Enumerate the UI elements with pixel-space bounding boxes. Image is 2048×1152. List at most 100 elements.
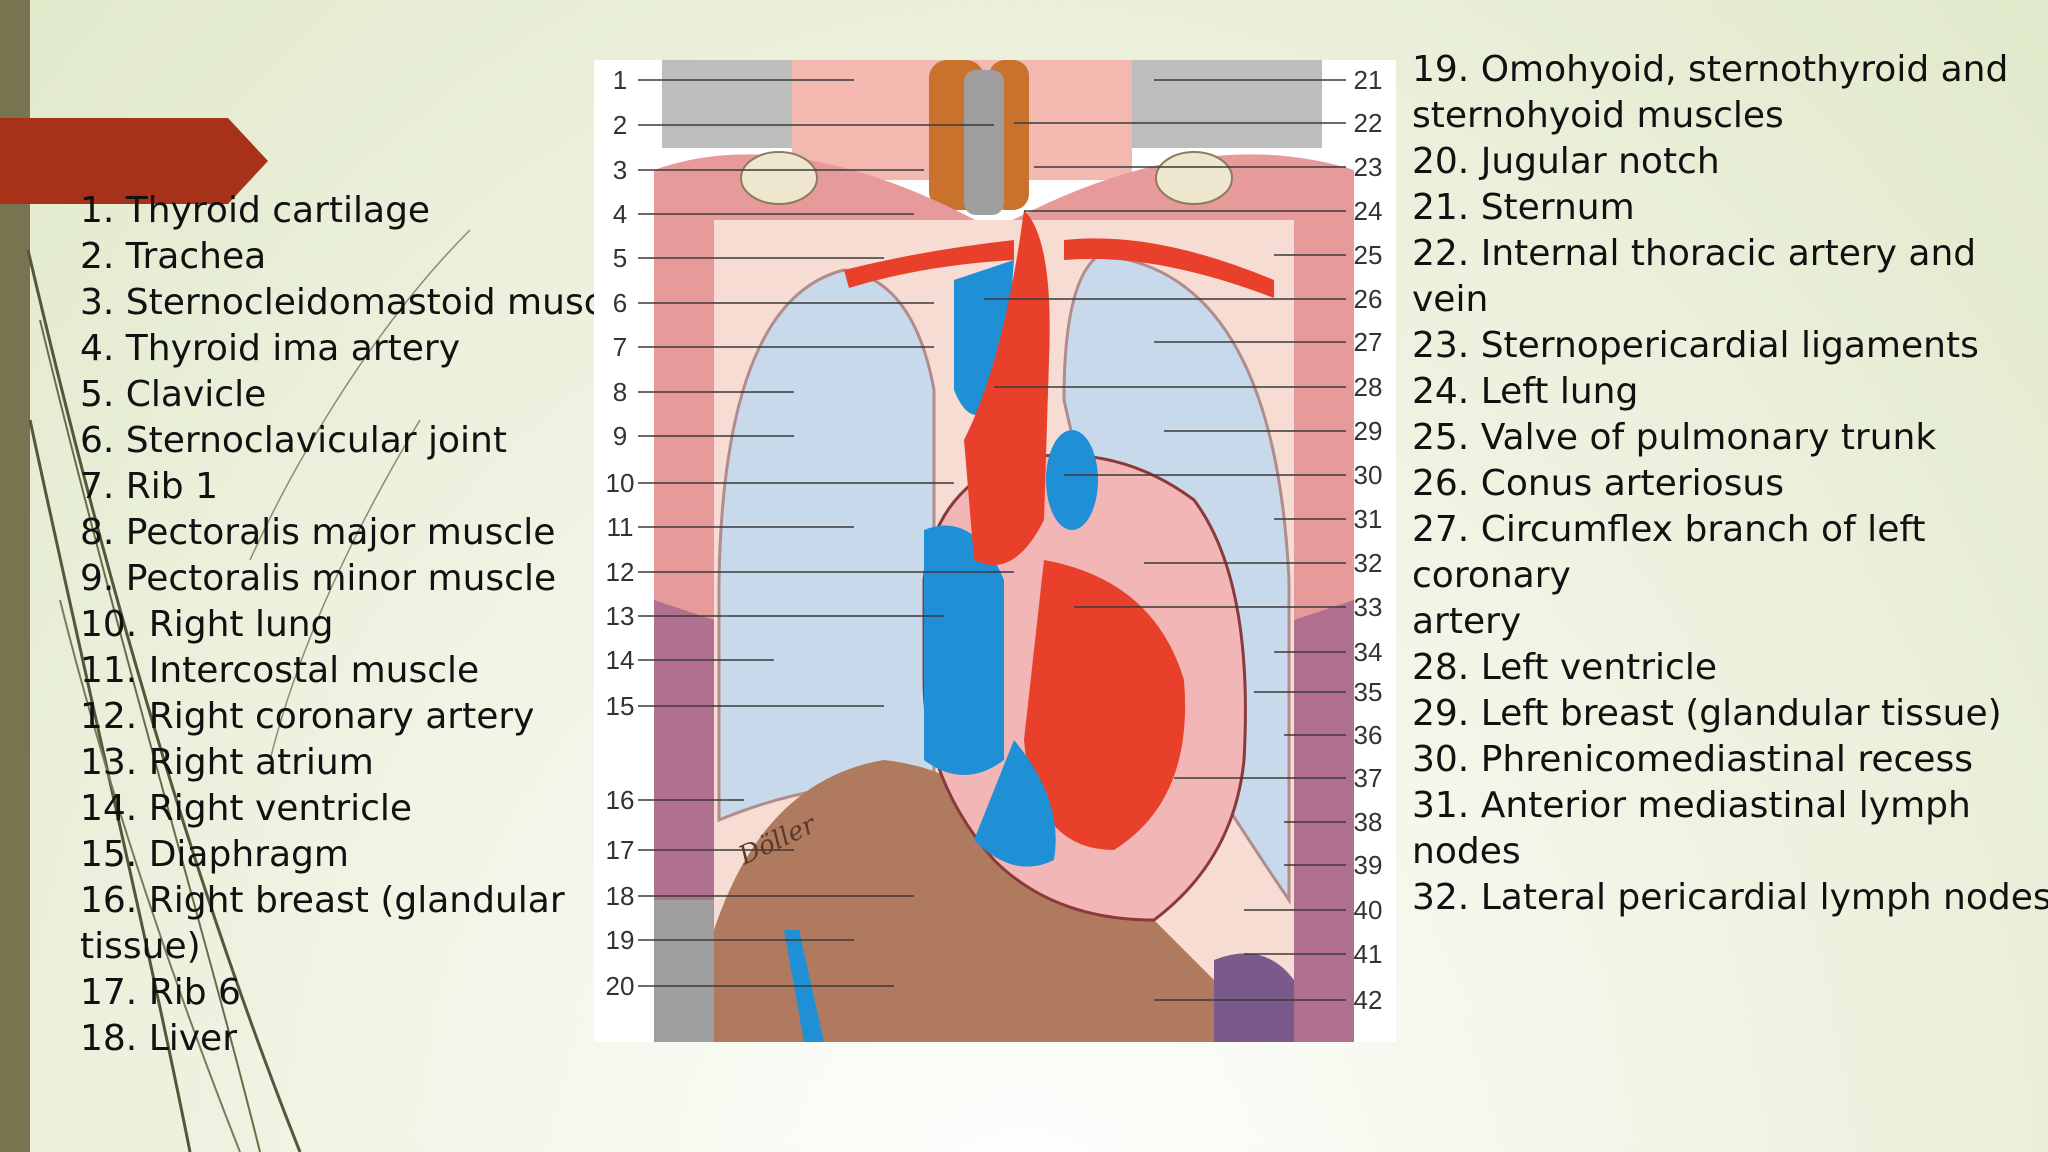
- right-lung: [717, 268, 936, 823]
- figure-number-label-left: 5: [613, 243, 627, 273]
- legend-item: 13. Right atrium: [80, 742, 374, 783]
- neck-gray-region-right: [1132, 60, 1322, 148]
- figure-number-labels: 1234567891011121314151617181920212223242…: [606, 65, 1383, 1015]
- legend-left: 1. Thyroid cartilage 2. Trachea 3. Stern…: [80, 188, 636, 1062]
- legend-item: 8. Pectoralis major muscle: [80, 512, 556, 553]
- legend-item: 27. Circumflex branch of left: [1412, 509, 1926, 550]
- figure-number-label-left: 9: [613, 421, 627, 451]
- figure-number-label-left: 17: [606, 835, 635, 865]
- figure-number-label-left: 7: [613, 332, 627, 362]
- legend-item: 23. Sternopericardial ligaments: [1412, 325, 1979, 366]
- figure-number-label-left: 1: [613, 65, 627, 95]
- legend-item: 19. Omohyoid, sternothyroid and: [1412, 49, 2009, 90]
- clavicle-left: [1155, 151, 1233, 205]
- legend-item: 17. Rib 6: [80, 972, 241, 1013]
- figure-number-label-right: 31: [1354, 504, 1383, 534]
- stomach-region: [1214, 953, 1294, 1042]
- legend-item: 7. Rib 1: [80, 466, 219, 507]
- legend-item: 29. Left breast (glandular tissue): [1412, 693, 2002, 734]
- lower-gray-region-left: [654, 900, 714, 1042]
- legend-item: 10. Right lung: [80, 604, 334, 645]
- figure-number-label-right: 40: [1354, 895, 1383, 925]
- pulmonary-trunk: [1046, 430, 1098, 530]
- arrow-banner: [0, 118, 268, 204]
- neck-gray-region-left: [662, 60, 792, 148]
- figure-number-label-right: 27: [1354, 327, 1383, 357]
- figure-number-label-right: 36: [1354, 720, 1383, 750]
- figure-number-label-left: 18: [606, 881, 635, 911]
- left-ventricle: [1024, 560, 1186, 850]
- figure-number-label-left: 19: [606, 925, 635, 955]
- figure-number-label-right: 35: [1354, 677, 1383, 707]
- figure-number-label-right: 28: [1354, 372, 1383, 402]
- figure-number-label-left: 12: [606, 557, 635, 587]
- subclavian-artery: [1064, 238, 1274, 298]
- figure-number-label-right: 34: [1354, 637, 1383, 667]
- figure-number-label-left: 4: [613, 199, 627, 229]
- pointer-lines: [638, 79, 1346, 1001]
- figure-number-label-left: 14: [606, 645, 635, 675]
- clavicle-right: [740, 151, 818, 205]
- figure-number-label-left: 6: [613, 288, 627, 318]
- legend-item: 24. Left lung: [1412, 371, 1639, 412]
- figure-number-label-right: 41: [1354, 939, 1383, 969]
- legend-item: 26. Conus arteriosus: [1412, 463, 1784, 504]
- figure-number-label-left: 8: [613, 377, 627, 407]
- legend-item: 9. Pectoralis minor muscle: [80, 558, 557, 599]
- figure-number-label-right: 26: [1354, 284, 1383, 314]
- legend-item: 5. Clavicle: [80, 374, 267, 415]
- figure-number-label-right: 21: [1354, 65, 1383, 95]
- liver: [714, 760, 1214, 1042]
- legend-item: 12. Right coronary artery: [80, 696, 535, 737]
- figure-number-label-left: 2: [613, 110, 627, 140]
- legend-item: artery: [1412, 601, 1522, 642]
- legend-item: 20. Jugular notch: [1412, 141, 1720, 182]
- figure-number-label-right: 38: [1354, 807, 1383, 837]
- legend-item: 21. Sternum: [1412, 187, 1635, 228]
- legend-right: 19. Omohyoid, sternothyroid and sternohy…: [1412, 47, 2048, 921]
- figure-number-label-left: 16: [606, 785, 635, 815]
- legend-item: 15. Diaphragm: [80, 834, 349, 875]
- right-ventricle: [974, 740, 1056, 867]
- legend-item: 11. Intercostal muscle: [80, 650, 480, 691]
- legend-item: 3. Sternocleidomastoid muscle: [80, 282, 636, 323]
- legend-item: 30. Phrenicomediastinal recess: [1412, 739, 1973, 780]
- brachiocephalic-artery: [844, 240, 1014, 288]
- figure-number-label-right: 24: [1354, 196, 1383, 226]
- legend-item: vein: [1412, 279, 1489, 320]
- figure-number-label-left: 11: [607, 512, 634, 542]
- anatomy-illustration: 1234567891011121314151617181920212223242…: [606, 60, 1383, 1042]
- legend-item: sternohyoid muscles: [1412, 95, 1784, 136]
- figure-number-label-right: 29: [1354, 416, 1383, 446]
- legend-item: 22. Internal thoracic artery and: [1412, 233, 1977, 274]
- legend-item: 14. Right ventricle: [80, 788, 413, 829]
- legend-item: 1. Thyroid cartilage: [80, 190, 431, 231]
- legend-item: 16. Right breast (glandular: [80, 880, 565, 921]
- legend-item: 31. Anterior mediastinal lymph: [1412, 785, 1971, 826]
- trachea: [964, 70, 1004, 215]
- figure-number-label-right: 42: [1354, 985, 1383, 1015]
- legend-item: nodes: [1412, 831, 1521, 872]
- figure-number-label-right: 33: [1354, 592, 1383, 622]
- figure-number-label-left: 10: [606, 468, 635, 498]
- left-breast-tissue: [1294, 600, 1354, 1042]
- legend-item: coronary: [1412, 555, 1571, 596]
- right-atrium: [924, 525, 1004, 775]
- figure-number-label-right: 22: [1354, 108, 1383, 138]
- legend-item: 25. Valve of pulmonary trunk: [1412, 417, 1937, 458]
- figure-number-label-right: 25: [1354, 240, 1383, 270]
- legend-item: 18. Liver: [80, 1018, 238, 1059]
- figure-number-label-left: 3: [613, 155, 627, 185]
- figure-number-label-right: 37: [1354, 763, 1383, 793]
- figure-number-label-left: 13: [606, 601, 635, 631]
- legend-item: 2. Trachea: [80, 236, 267, 277]
- figure-number-label-right: 32: [1354, 548, 1383, 578]
- legend-item: 4. Thyroid ima artery: [80, 328, 461, 369]
- figure-number-label-right: 23: [1354, 152, 1383, 182]
- legend-item: 6. Sternoclavicular joint: [80, 420, 507, 461]
- figure-number-label-right: 39: [1354, 850, 1383, 880]
- figure-number-label-right: 30: [1354, 460, 1383, 490]
- figure-number-label-left: 20: [606, 971, 635, 1001]
- legend-item: 32. Lateral pericardial lymph nodes: [1412, 877, 2048, 918]
